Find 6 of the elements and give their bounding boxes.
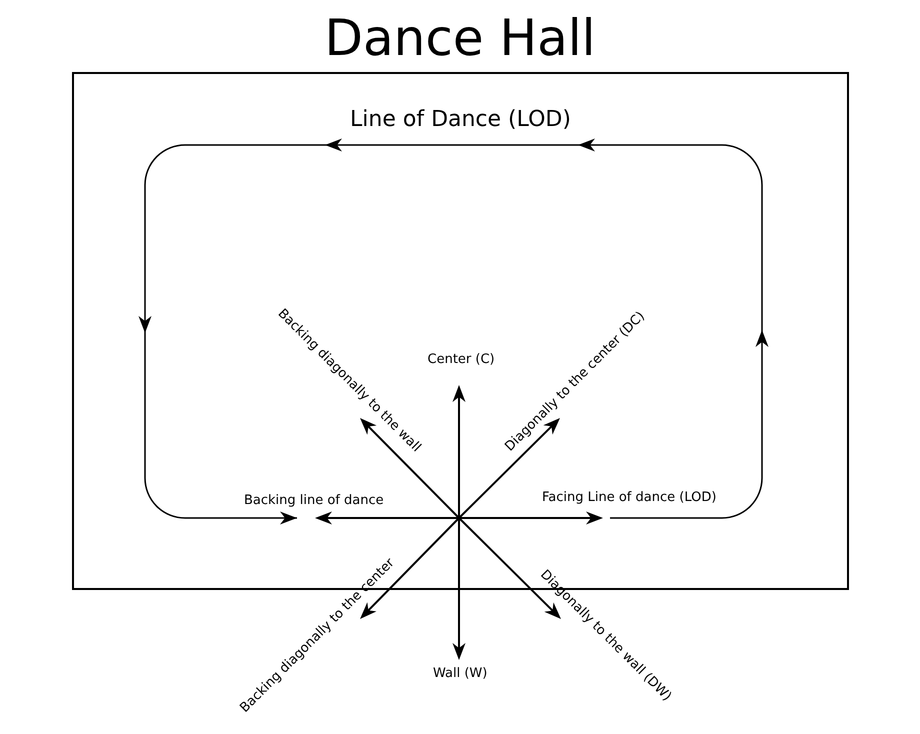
direction-label: Center (C) — [428, 352, 495, 368]
hall-heading: Line of Dance (LOD) — [349, 106, 572, 134]
direction-label: Facing Line of dance (LOD) — [542, 490, 716, 506]
diagram-title: Dance Hall — [324, 8, 596, 68]
direction-label: Wall (W) — [433, 666, 488, 682]
direction-label: Backing line of dance — [244, 493, 384, 509]
